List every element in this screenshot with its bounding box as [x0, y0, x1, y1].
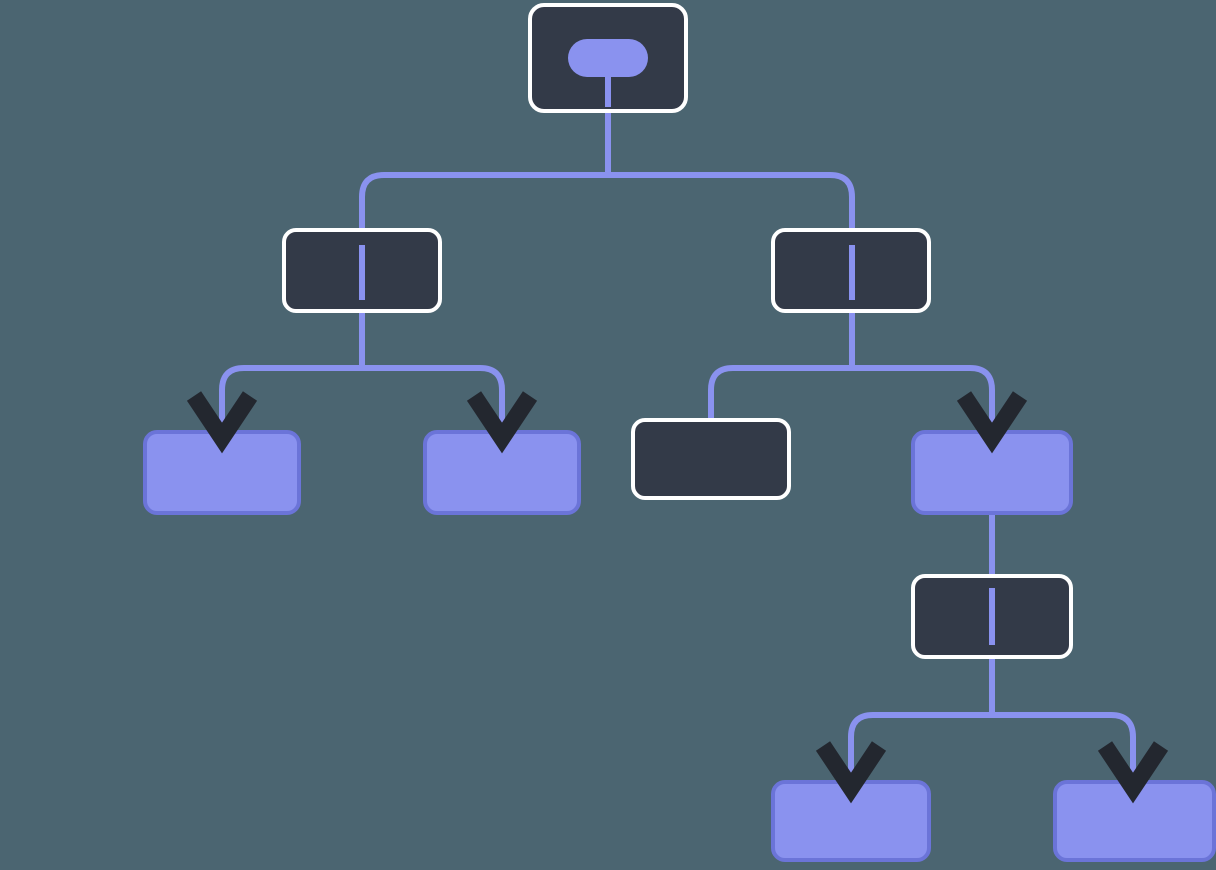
edge-level2left-to-leaf2 [362, 365, 505, 440]
edge-level2right-to-dark [708, 365, 852, 420]
nodes-layer [143, 3, 1216, 862]
root-pill-stem [605, 75, 611, 107]
arrowheads-layer [186, 391, 1169, 804]
arrowhead-level2left-to-leaf1 [186, 391, 258, 454]
edge-root-to-level2-right [608, 172, 855, 313]
node-root-node[interactable] [528, 3, 688, 113]
arrowhead-level2left-to-leaf2 [466, 391, 538, 454]
node-level3-dark-node[interactable] [631, 418, 791, 500]
edge-level4-to-leaf2 [992, 712, 1136, 790]
edge-level2left-to-leaf1 [219, 365, 362, 440]
arrowhead-level4-to-leaf1 [815, 741, 887, 804]
node-body [631, 418, 791, 500]
edge-root-to-level2-left [359, 172, 608, 313]
arrowhead-level2right-to-branch [956, 391, 1028, 454]
inner-lines-layer [359, 245, 995, 645]
edge-level4-to-leaf1 [848, 712, 992, 790]
arrowhead-level4-to-leaf2 [1097, 741, 1169, 804]
root-pill-shape [568, 39, 648, 77]
edge-level2right-to-branch [852, 365, 995, 440]
